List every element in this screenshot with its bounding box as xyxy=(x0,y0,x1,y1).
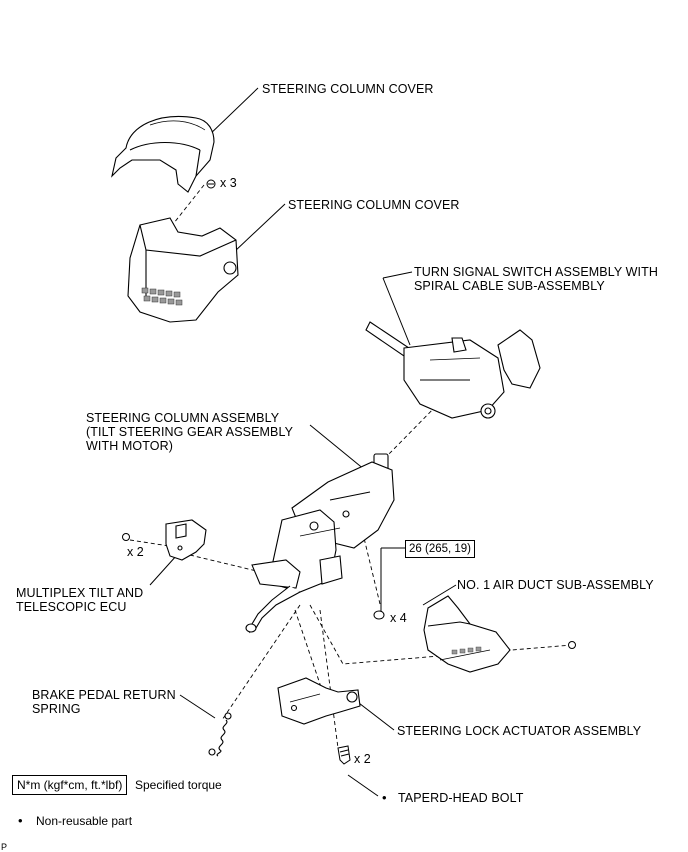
label-ecu: MULTIPLEX TILT AND TELESCOPIC ECU xyxy=(16,586,143,614)
label-air-duct: NO. 1 AIR DUCT SUB-ASSEMBLY xyxy=(457,578,654,592)
non-reusable-mark: • xyxy=(382,790,387,805)
qty-actuator-bolts: x 2 xyxy=(354,752,371,766)
legend-unit-box: N*m (kgf*cm, ft.*lbf) xyxy=(12,775,128,795)
lower-column-cover-drawing xyxy=(127,217,239,323)
ecu-drawing xyxy=(165,519,207,561)
legend-non-reusable: Non-reusable part xyxy=(36,814,133,828)
label-ecu-line2: TELESCOPIC ECU xyxy=(16,600,127,614)
label-column-assembly-line2: (TILT STEERING GEAR ASSEMBLY xyxy=(86,425,294,439)
legend-bullet: • xyxy=(18,813,23,828)
torque-spec-box: 26 (265, 19) xyxy=(405,540,476,558)
column-assembly-drawing xyxy=(245,453,395,634)
label-column-assembly-line1: STEERING COLUMN ASSEMBLY xyxy=(86,411,280,425)
qty-cover-screws: x 3 xyxy=(220,176,237,190)
leader-air-duct xyxy=(422,584,457,606)
leader-brake-spring xyxy=(179,694,216,719)
qty-column-nuts: x 4 xyxy=(390,611,407,625)
turn-signal-switch-drawing xyxy=(365,321,541,419)
air-duct-drawing xyxy=(423,595,511,673)
leader-lock-actuator xyxy=(354,699,395,731)
label-lock-actuator: STEERING LOCK ACTUATOR ASSEMBLY xyxy=(397,724,642,738)
leader-turn-signal xyxy=(382,271,413,279)
label-ecu-line1: MULTIPLEX TILT AND xyxy=(16,586,144,600)
lock-actuator-drawing xyxy=(277,677,361,725)
label-tapered-bolt: TAPERD-HEAD BOLT xyxy=(398,791,524,805)
leader-lower-cover xyxy=(233,203,286,253)
column-nut-drawing xyxy=(373,610,385,620)
label-brake-spring-line1: BRAKE PEDAL RETURN xyxy=(32,688,176,702)
label-brake-spring: BRAKE PEDAL RETURN SPRING xyxy=(32,688,176,716)
legend-unit-text: Specified torque xyxy=(135,778,222,792)
leader-upper-cover xyxy=(205,87,259,139)
cover-screw-drawing xyxy=(206,179,216,189)
leader-tapered-bolt xyxy=(347,774,379,797)
label-brake-spring-line2: SPRING xyxy=(32,702,81,716)
label-column-assembly: STEERING COLUMN ASSEMBLY (TILT STEERING … xyxy=(86,411,293,453)
qty-ecu-screws: x 2 xyxy=(127,545,144,559)
label-upper-cover: STEERING COLUMN COVER xyxy=(262,82,434,96)
upper-column-cover-drawing xyxy=(111,116,215,193)
brake-spring-drawing xyxy=(208,712,232,757)
label-lower-cover: STEERING COLUMN COVER xyxy=(288,198,460,212)
duct-clip-drawing xyxy=(568,641,576,649)
tapered-bolt-drawing xyxy=(337,745,351,765)
label-column-assembly-line3: WITH MOTOR) xyxy=(86,439,173,453)
corner-mark: P xyxy=(1,842,8,852)
ecu-screw-drawing xyxy=(122,533,130,541)
leader-column-assembly xyxy=(309,424,366,471)
label-turn-signal-line2: SPIRAL CABLE SUB-ASSEMBLY xyxy=(414,279,605,293)
label-turn-signal: TURN SIGNAL SWITCH ASSEMBLY WITH SPIRAL … xyxy=(414,265,658,293)
label-turn-signal-line1: TURN SIGNAL SWITCH ASSEMBLY WITH xyxy=(414,265,658,279)
